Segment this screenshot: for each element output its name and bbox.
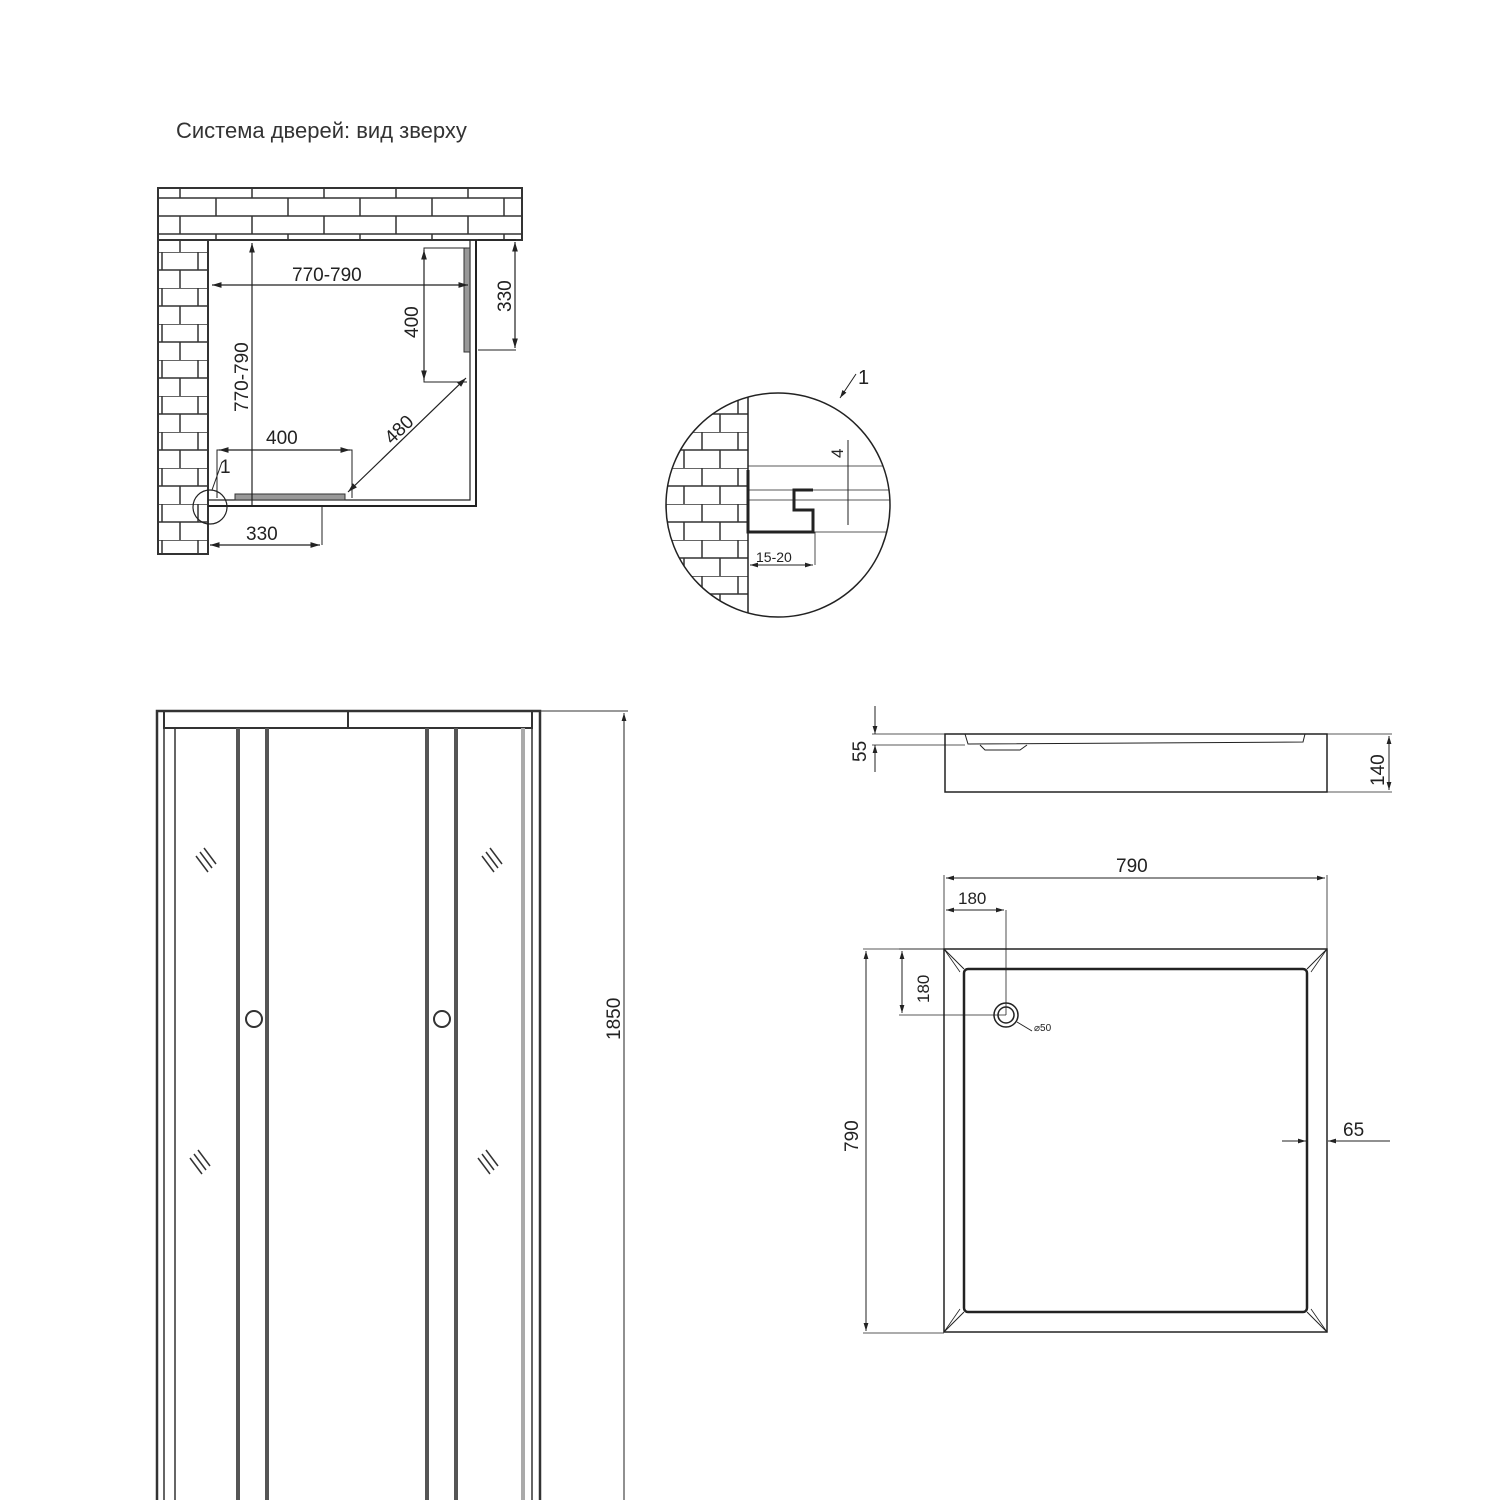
tray-height-label: 140 (1368, 754, 1389, 786)
tray-side-view (872, 706, 1392, 793)
top-width-label: 770-790 (292, 265, 362, 286)
tray-depth-label: 790 (842, 1120, 863, 1152)
tray-rim-label: 55 (850, 741, 871, 762)
tray-drain-diameter-label: ⌀50 (1034, 1023, 1052, 1034)
tray-rim-width-label: 65 (1343, 1120, 1364, 1141)
wall-left (157, 239, 209, 555)
detail-view (665, 373, 891, 618)
top-callout-label: 1 (220, 457, 231, 478)
tray-width-label: 790 (1116, 856, 1148, 877)
glass-mark-icon (189, 1149, 211, 1175)
tray-drain-x-label: 180 (958, 889, 986, 908)
tray-drain-y-label: 180 (914, 975, 933, 1003)
tray-top-view (863, 875, 1390, 1334)
top-depth-label: 770-790 (232, 342, 253, 412)
detail-gap-label: 4 (828, 449, 847, 458)
top-fixed-right-label: 330 (495, 280, 516, 312)
top-view-plan (157, 187, 523, 555)
glass-mark-icon (481, 847, 503, 873)
wall-top (157, 187, 523, 241)
top-diagonal-label: 480 (381, 411, 418, 448)
glass-mark-icon (477, 1149, 499, 1175)
drawing-title: Система дверей: вид зверху (176, 118, 467, 143)
front-height-label: 1850 (604, 998, 625, 1040)
top-door-left-label: 400 (266, 428, 298, 449)
glass-mark-icon (195, 847, 217, 873)
top-fixed-bottom-label: 330 (246, 524, 278, 545)
top-door-right-label: 400 (402, 306, 423, 338)
front-view (155, 709, 628, 1500)
detail-callout-label: 1 (858, 367, 869, 389)
detail-profile-label: 15-20 (756, 549, 792, 565)
